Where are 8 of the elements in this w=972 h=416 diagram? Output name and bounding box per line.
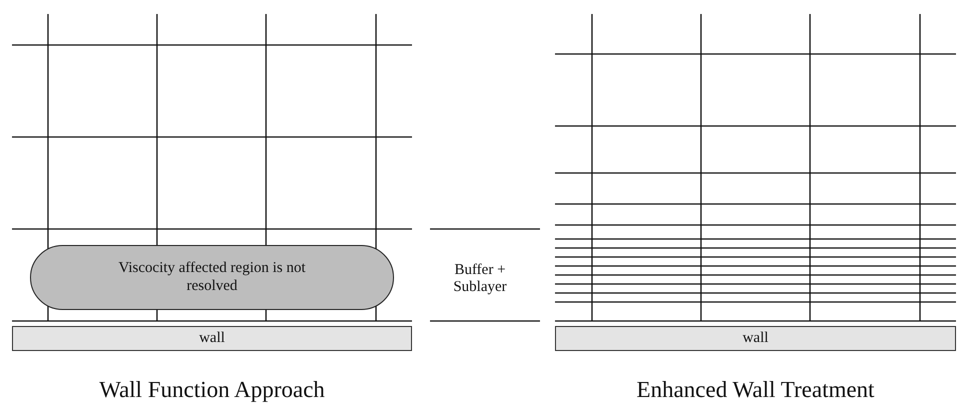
wall-bar [555,326,956,351]
layer-label: Buffer + Sublayer [452,262,508,296]
wall-bar [12,326,412,351]
node-label: wall [742,330,768,348]
node-label: wall [199,330,225,348]
panel-title: Enhanced Wall Treatment [636,377,876,404]
node-label: Viscocity affected region is not resolved [117,260,307,295]
panel-title: Wall Function Approach [98,377,326,404]
